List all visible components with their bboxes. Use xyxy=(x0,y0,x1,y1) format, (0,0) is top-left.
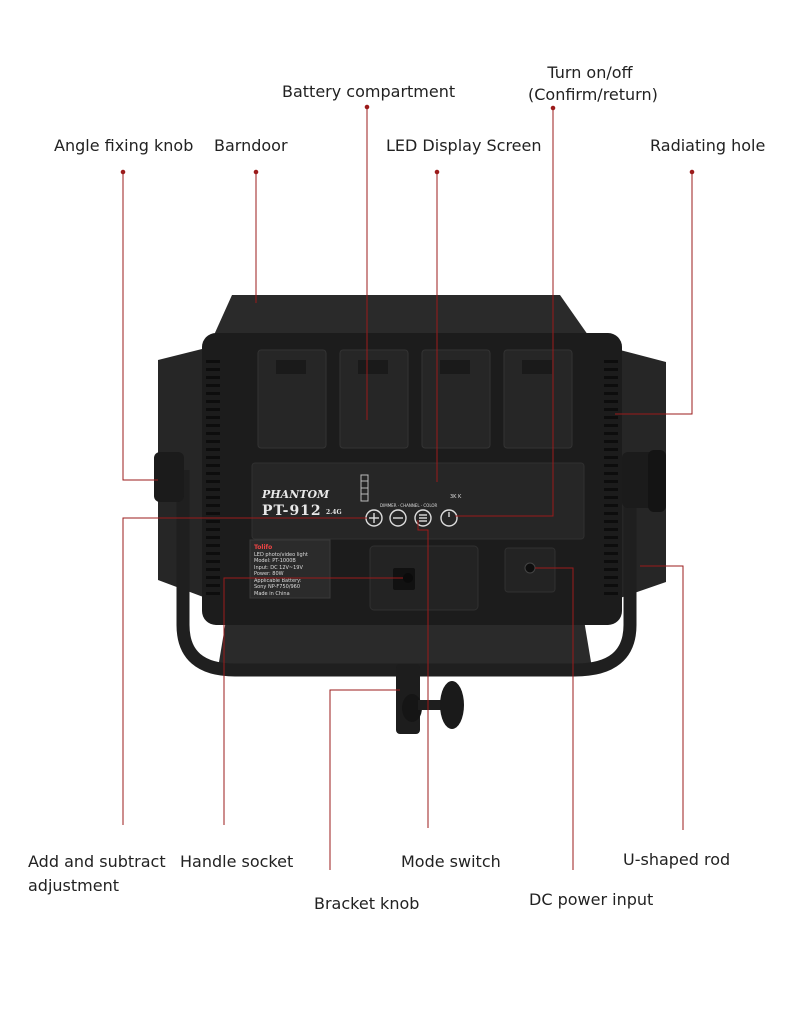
label-u-shaped-rod: U-shaped rod xyxy=(623,849,730,871)
label-led-display-screen: LED Display Screen xyxy=(386,135,542,157)
label-dc-power-input: DC power input xyxy=(529,889,653,911)
leader-mode-switch xyxy=(418,520,428,828)
label-angle-fixing-knob: Angle fixing knob xyxy=(54,135,193,157)
label-add-subtract-line2: adjustment xyxy=(28,875,166,897)
leader-turn-on-off xyxy=(455,106,555,516)
label-add-subtract: Add and subtract adjustment xyxy=(28,851,166,896)
leader-barndoor xyxy=(254,170,258,303)
label-barndoor: Barndoor xyxy=(214,135,288,157)
leader-angle-fixing-knob xyxy=(121,170,158,480)
leader-handle-socket xyxy=(224,578,403,825)
label-turn-on-off-line2: (Confirm/return) xyxy=(528,84,652,106)
label-turn-on-off-line1: Turn on/off xyxy=(528,62,652,84)
leader-dc-power-input xyxy=(535,568,573,870)
leader-radiating-hole xyxy=(615,170,694,414)
label-radiating-hole: Radiating hole xyxy=(650,135,765,157)
leader-bracket-knob xyxy=(330,690,400,870)
leader-battery-compartment xyxy=(365,105,369,420)
label-turn-on-off: Turn on/off (Confirm/return) xyxy=(528,62,652,105)
label-battery-compartment: Battery compartment xyxy=(282,81,455,103)
leader-led-display xyxy=(435,170,439,482)
label-handle-socket: Handle socket xyxy=(180,851,293,873)
label-mode-switch: Mode switch xyxy=(401,851,501,873)
leader-u-shaped-rod xyxy=(640,566,683,830)
label-add-subtract-line1: Add and subtract xyxy=(28,851,166,873)
label-bracket-knob: Bracket knob xyxy=(314,893,419,915)
